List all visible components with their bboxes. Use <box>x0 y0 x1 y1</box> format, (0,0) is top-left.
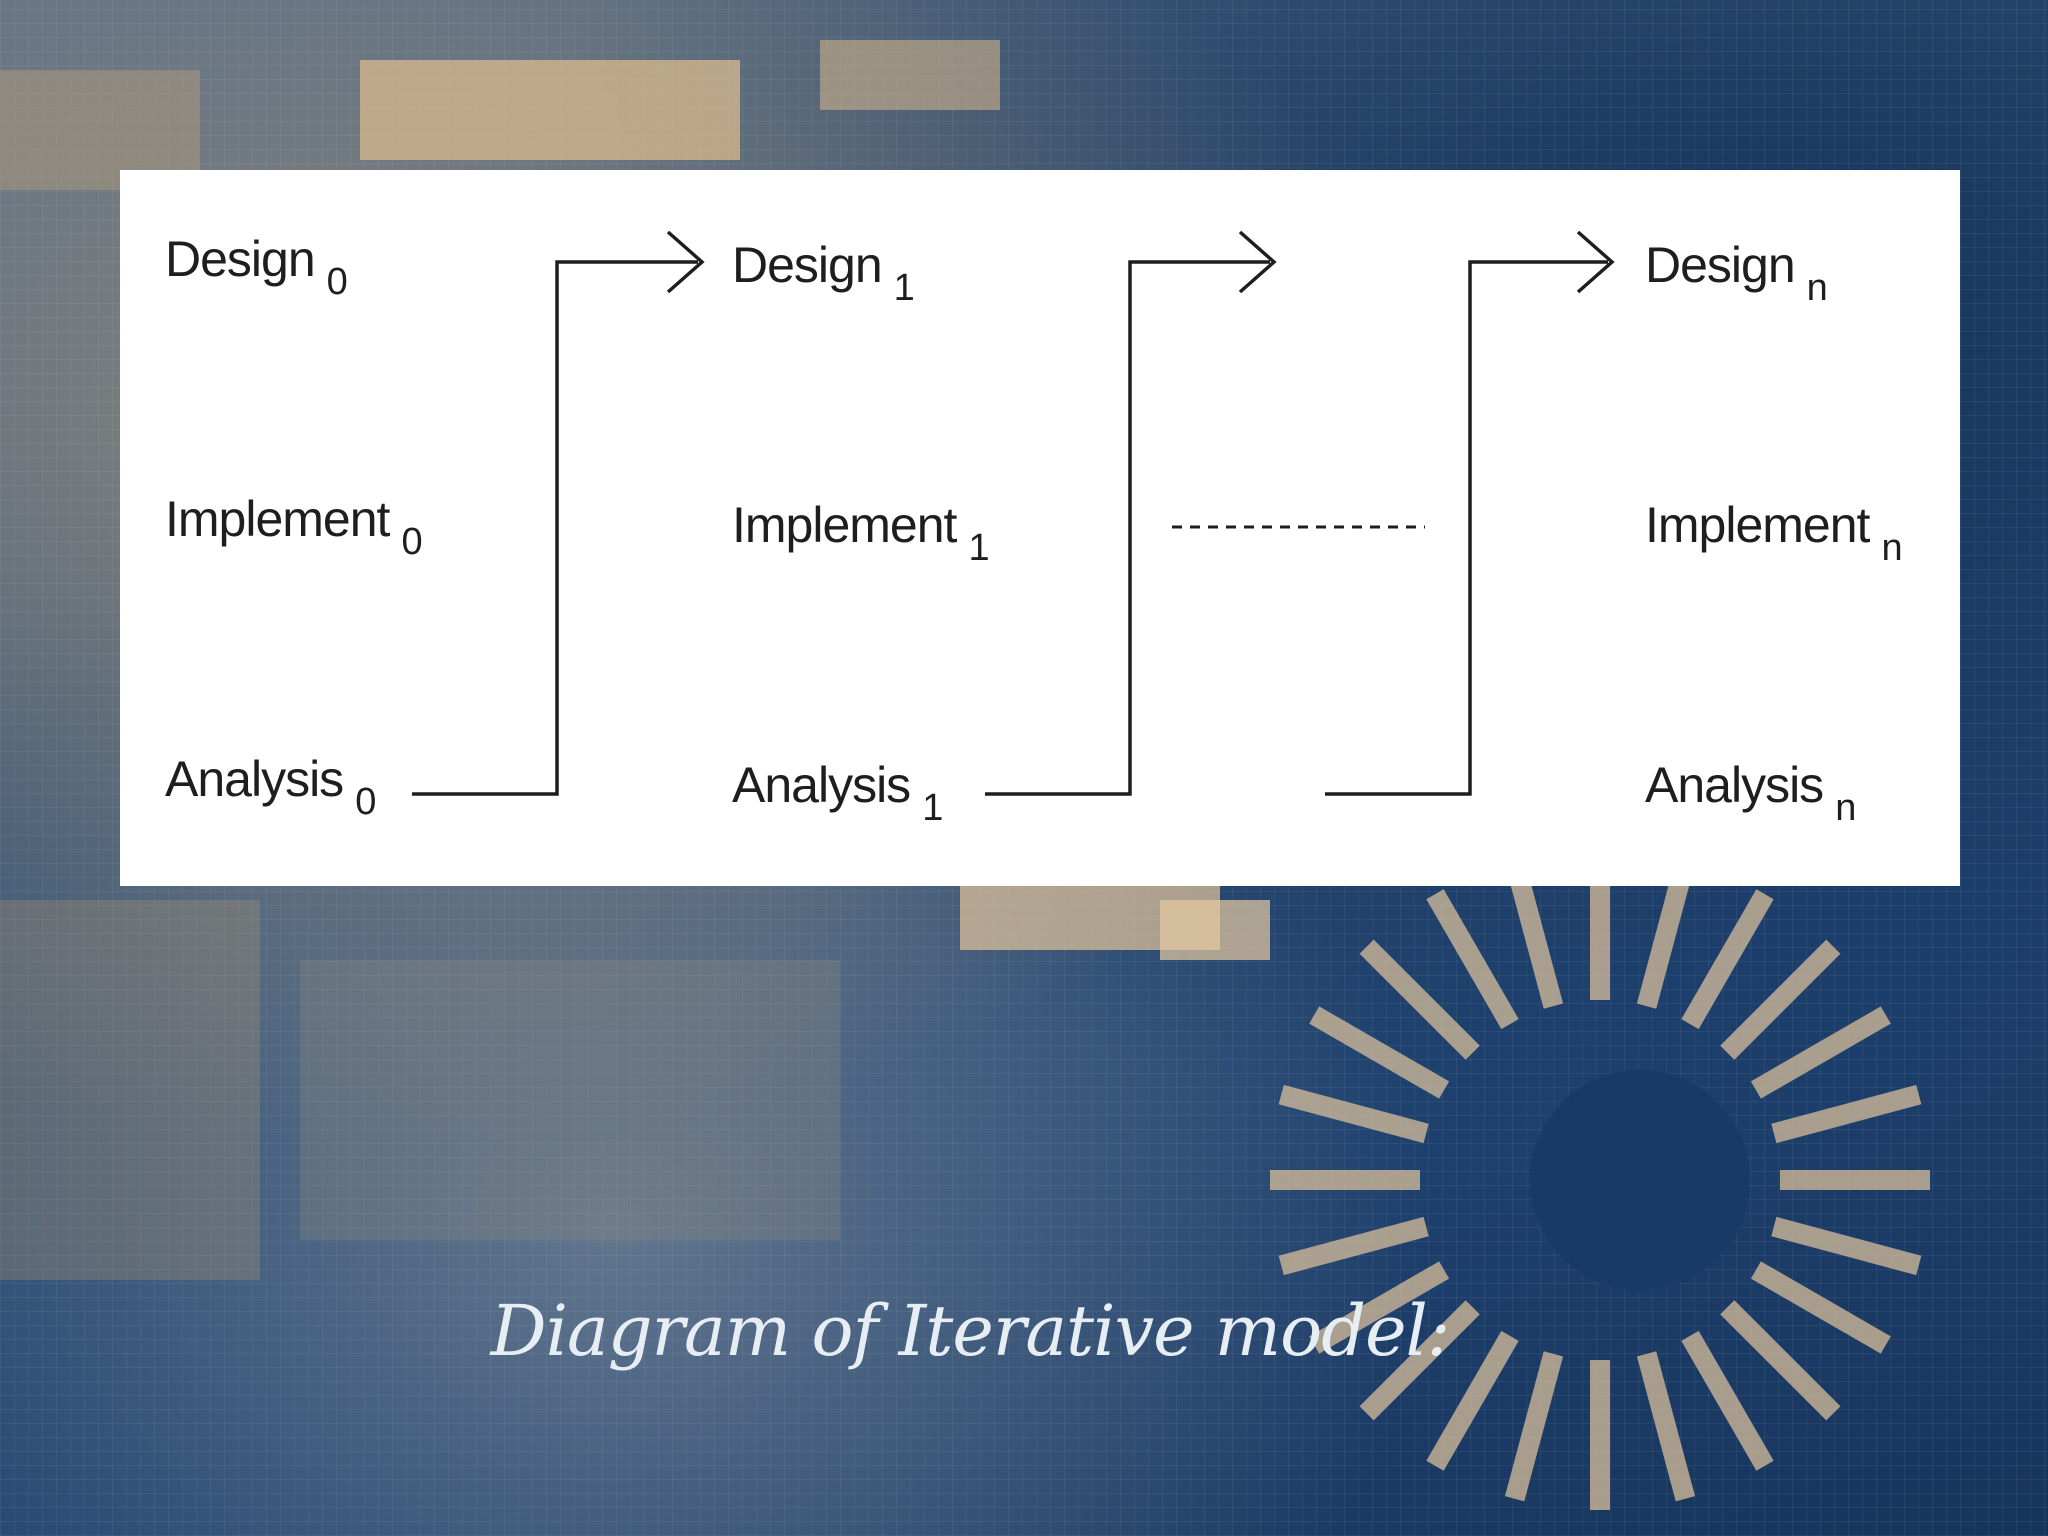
arrowhead-1 <box>666 230 705 294</box>
implement-subscript: n <box>1881 527 1902 569</box>
implement-n-label: Implement n <box>1645 496 1903 570</box>
design-text: Design <box>165 231 316 287</box>
analysis-subscript: 0 <box>355 781 376 823</box>
analysis-0-label: Analysis 0 <box>165 750 376 824</box>
implement-0-label: Implement 0 <box>165 490 423 564</box>
analysis-1-label: Analysis 1 <box>732 756 943 830</box>
implement-1-label: Implement 1 <box>732 496 990 570</box>
analysis-subscript: n <box>1835 787 1856 829</box>
implement-text: Implement <box>1645 497 1870 553</box>
design-text: Design <box>732 237 883 293</box>
design-text: Design <box>1645 237 1796 293</box>
analysis-subscript: 1 <box>922 787 943 829</box>
design-subscript: 0 <box>326 261 348 303</box>
implement-subscript: 0 <box>401 521 422 563</box>
implement-subscript: 1 <box>968 527 989 569</box>
connector-1-to-dots <box>985 260 1270 796</box>
analysis-text: Analysis <box>1645 757 1824 813</box>
connector-dots-to-n <box>1325 260 1608 796</box>
design-subscript: 1 <box>893 267 915 309</box>
analysis-n-label: Analysis n <box>1645 756 1856 830</box>
arrowhead-n <box>1576 230 1615 294</box>
analysis-text: Analysis <box>165 751 344 807</box>
design-subscript: n <box>1806 267 1828 309</box>
flow-connectors <box>412 230 1615 796</box>
arrowhead-dots <box>1238 230 1277 294</box>
implement-text: Implement <box>732 497 957 553</box>
analysis-text: Analysis <box>732 757 911 813</box>
implement-text: Implement <box>165 491 390 547</box>
connector-0-to-1 <box>412 260 698 796</box>
slide-caption: Diagram of Iterative model: <box>490 1290 1450 1372</box>
